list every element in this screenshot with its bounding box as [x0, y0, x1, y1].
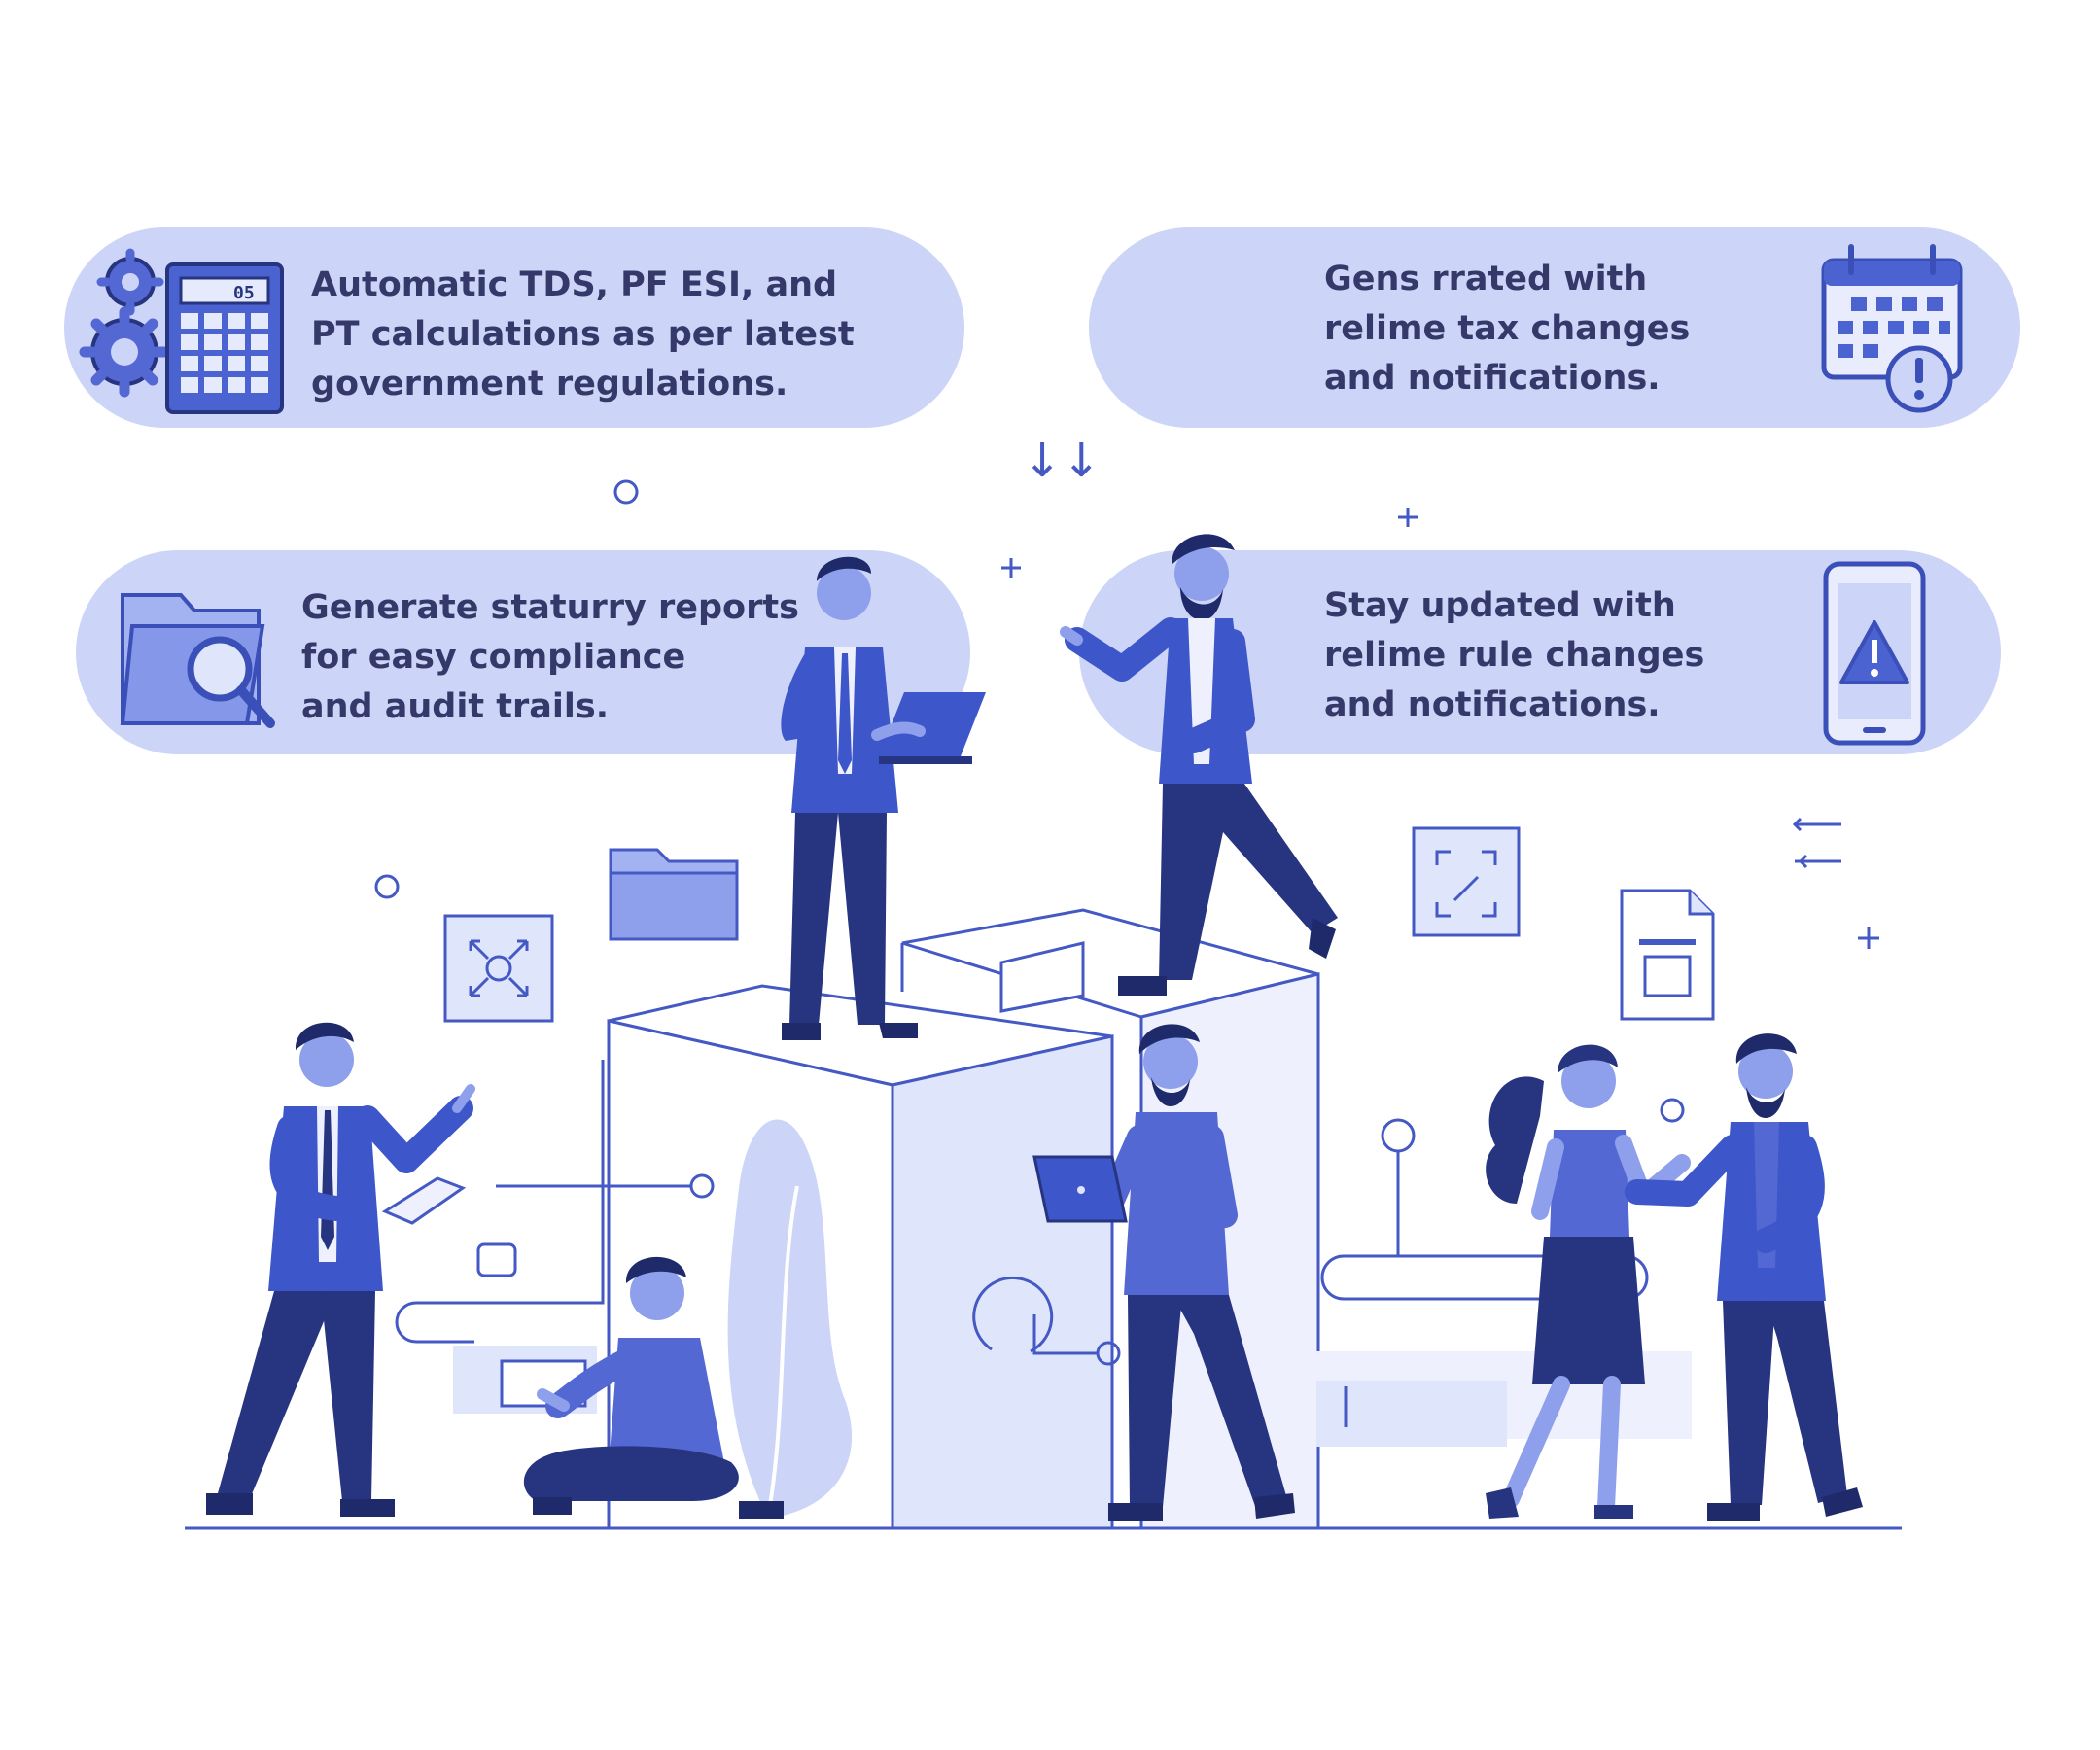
scan-frame-icon [1412, 826, 1521, 937]
arrows-down-icon: ↓↓ [1023, 434, 1101, 488]
card-line: and notifications. [1324, 685, 1661, 724]
gear-icon [79, 306, 170, 398]
cup-shape [476, 1242, 517, 1278]
phone-warning-icon [1823, 561, 1926, 746]
plant-leaf [727, 1119, 853, 1519]
expand-frame-icon [443, 914, 554, 1023]
gear-icon [96, 248, 164, 316]
card-line: relime tax changes [1324, 309, 1691, 348]
person-right-beard [1625, 1033, 1863, 1521]
card-line: for easy compliance [301, 638, 686, 677]
card-line: PT calculations as per latest [311, 315, 855, 354]
person-center-laptop [1032, 1024, 1295, 1521]
decor-circle [374, 874, 400, 899]
connector-lines [395, 1060, 1121, 1366]
calculator-display: 05 [233, 283, 255, 303]
folder-icon [609, 848, 739, 941]
calendar-alert-icon [1821, 244, 1963, 413]
card-reports-text: Generate staturry reports for easy compl… [301, 583, 799, 732]
decor-circle [1660, 1098, 1685, 1123]
calculator-gears-icon: 05 [79, 248, 284, 414]
card-line: relime rule changes [1324, 636, 1705, 675]
card-line: and audit trails. [301, 687, 610, 726]
step-platform [1316, 1381, 1507, 1447]
card-tax-changes-text: Gens rrated with relime tax changes and … [1324, 255, 1690, 403]
swap-arrows-icon [1792, 817, 1841, 869]
person-sitting [523, 1256, 784, 1519]
card-rule-updates-text: Stay updated with relime rule changes an… [1324, 581, 1704, 730]
plus-icon [1398, 508, 1418, 527]
plus-icon [1858, 928, 1879, 949]
card-tds-pf-text: Automatic TDS, PF ESI, and PT calculatio… [311, 261, 855, 409]
person-standing-laptop [781, 556, 986, 1040]
card-line: Stay updated with [1324, 586, 1676, 625]
card-line: Generate staturry reports [301, 588, 799, 627]
person-walking-beard [1060, 534, 1338, 996]
card-line: Automatic TDS, PF ESI, and [311, 265, 838, 304]
person-pointing-tablet [206, 1022, 475, 1517]
folder-search-icon [120, 593, 275, 728]
plus-icon [1001, 558, 1021, 578]
card-line: Gens rrated with [1324, 260, 1648, 298]
document-icon [1620, 889, 1715, 1021]
card-line: and notifications. [1324, 359, 1661, 398]
card-line: government regulations. [311, 365, 788, 403]
decor-circle [613, 479, 639, 505]
